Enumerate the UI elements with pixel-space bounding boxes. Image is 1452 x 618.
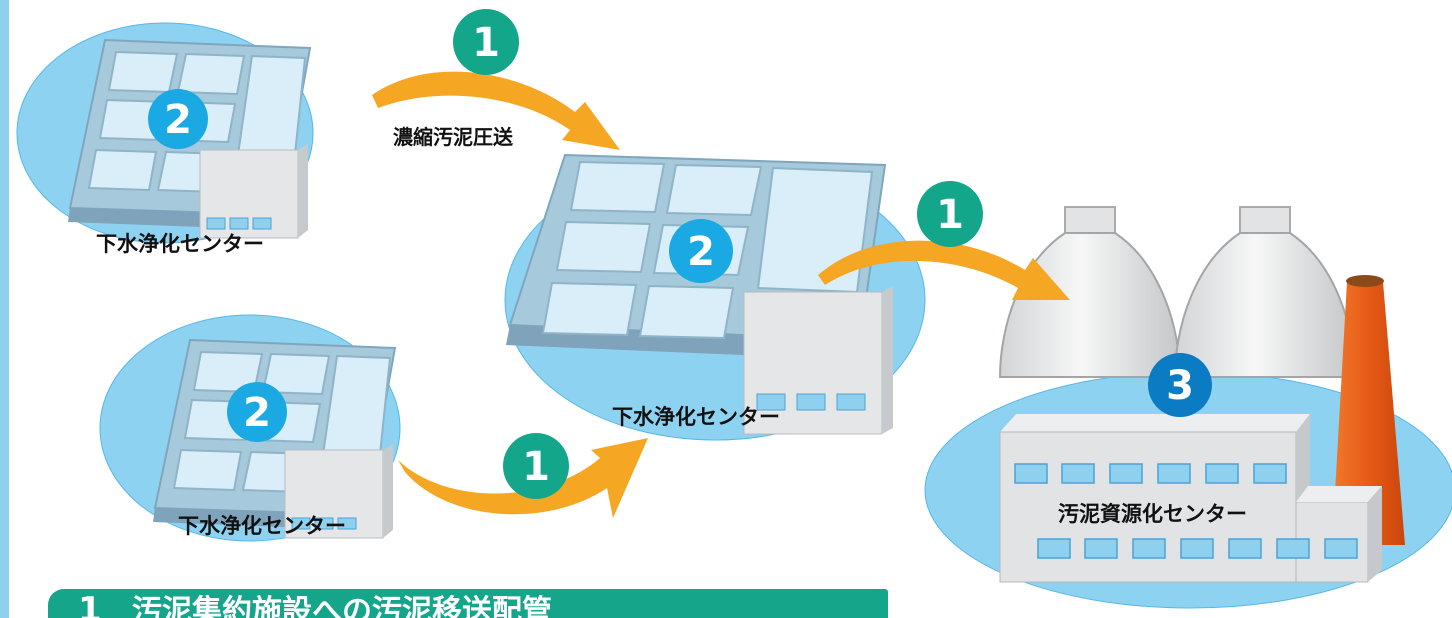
svg-text:2: 2 (687, 229, 715, 275)
legend-number: 1 (78, 590, 102, 618)
marker-1-center: 1 (917, 181, 983, 247)
facility-label-sludge-center: 汚泥資源化センター (1058, 502, 1247, 526)
sludge-center-building (999, 206, 1405, 583)
facility-label-center: 下水浄化センター (612, 405, 780, 429)
svg-text:1: 1 (472, 20, 500, 66)
marker-1-top: 1 (453, 9, 519, 75)
plant-bottom-left-building (152, 339, 396, 539)
marker-2-center: 2 (669, 219, 733, 283)
transfer-arrow-bottom (398, 438, 648, 518)
legend-text: 汚泥集約施設への汚泥移送配管 (132, 594, 552, 618)
marker-2-bottom-left: 2 (227, 382, 287, 442)
facility-label-top-left: 下水浄化センター (96, 232, 264, 256)
legend-bar: 1 汚泥集約施設への汚泥移送配管 (48, 589, 888, 618)
digestion-tank-right (1174, 206, 1356, 378)
marker-1-bottom: 1 (503, 433, 569, 499)
chimney (1332, 275, 1405, 545)
svg-text:3: 3 (1166, 363, 1194, 409)
svg-text:1: 1 (936, 192, 964, 238)
marker-3-sludge-center: 3 (1148, 353, 1212, 417)
svg-text:2: 2 (164, 97, 192, 143)
route-label: 濃縮汚泥圧送 (393, 125, 514, 149)
facility-label-bottom-left: 下水浄化センター (178, 514, 346, 538)
marker-2-top-left: 2 (148, 89, 208, 149)
transfer-arrow-top (372, 71, 620, 150)
transfer-arrow-center (818, 240, 1070, 300)
left-accent-strip (0, 0, 9, 618)
svg-text:1: 1 (522, 444, 550, 490)
svg-text:2: 2 (243, 390, 271, 436)
